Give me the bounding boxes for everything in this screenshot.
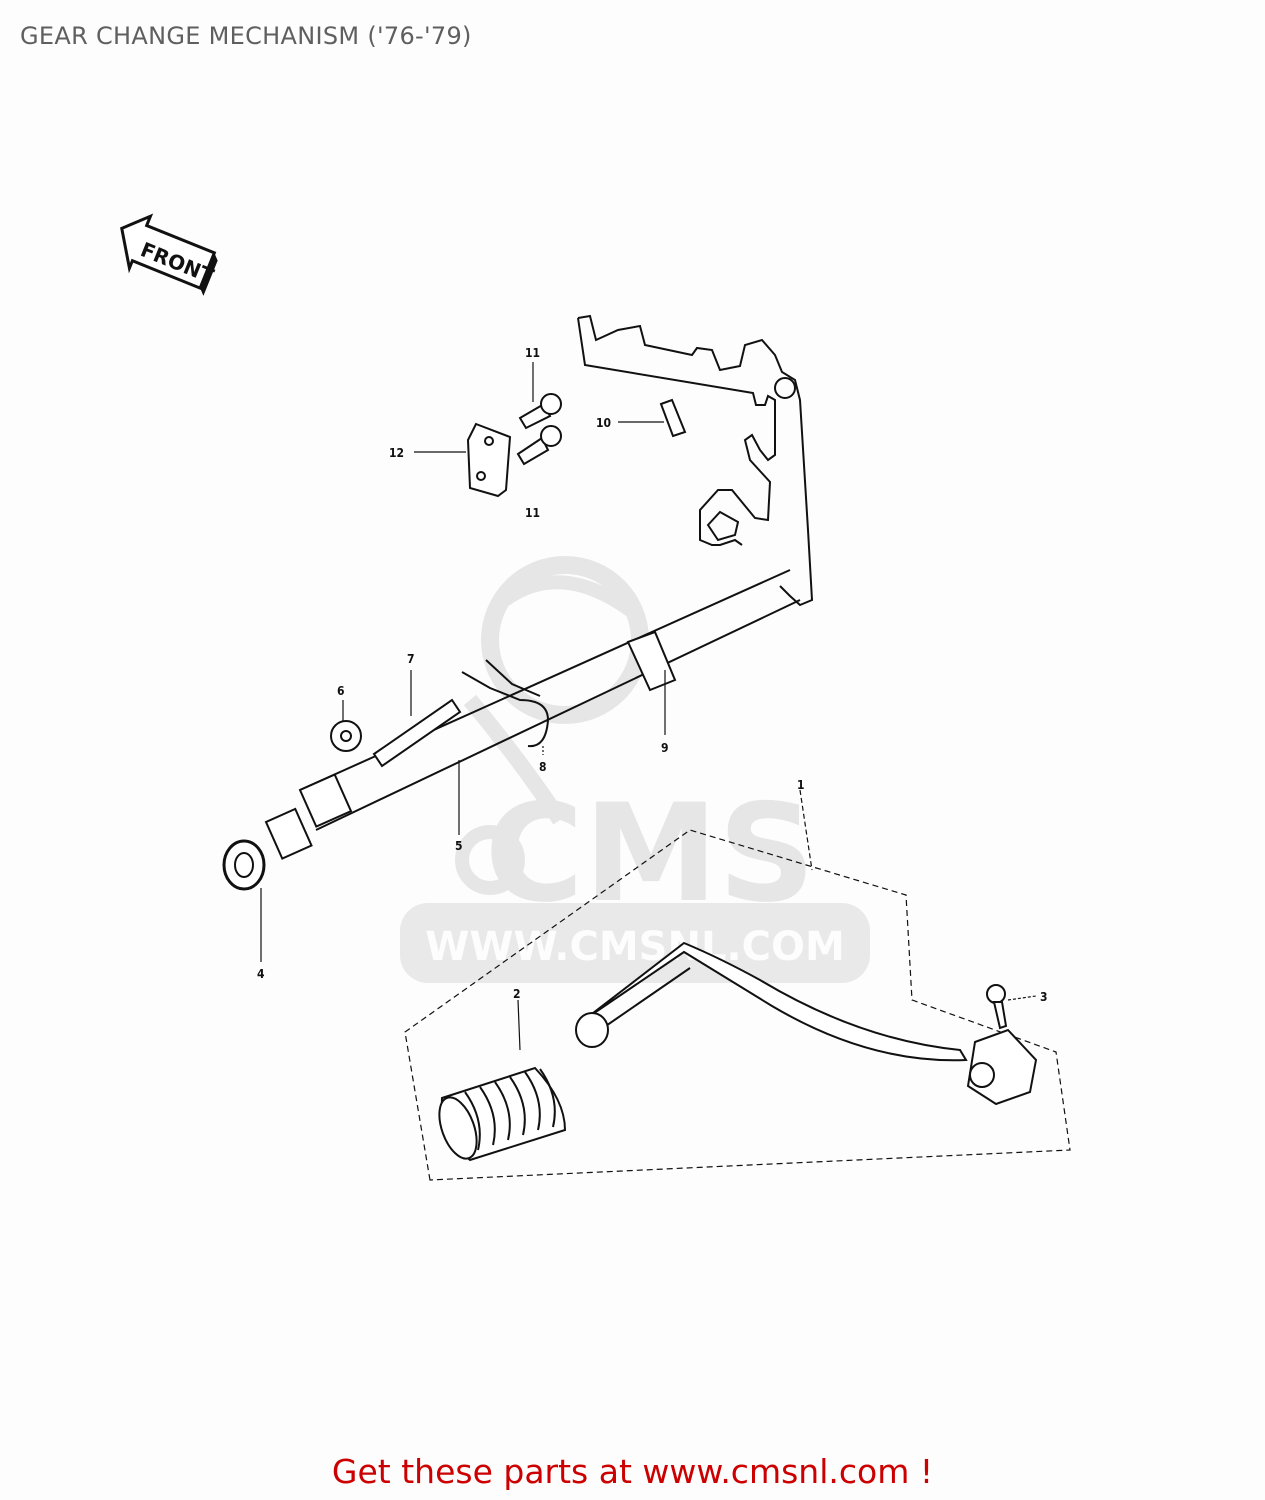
page-title: GEAR CHANGE MECHANISM ('76-'79)	[20, 22, 472, 50]
clip-spring	[461, 659, 550, 748]
callout-11-bottom: 11	[525, 506, 540, 520]
callout-2: 2	[513, 987, 521, 1001]
shift-pedal	[575, 941, 1038, 1106]
watermark-url-text: WWW.CMSNL.COM	[425, 924, 845, 970]
bolt	[986, 984, 1008, 1030]
plate	[466, 422, 512, 498]
shift-shaft	[222, 569, 801, 891]
stud	[372, 698, 462, 768]
spring-10	[659, 398, 687, 438]
callout-10: 10	[596, 416, 611, 430]
callout-7: 7	[407, 652, 415, 666]
screws	[516, 393, 562, 466]
watermark-url-badge	[400, 903, 870, 983]
pedal-rubber	[438, 1066, 567, 1162]
leader-lines	[260, 362, 1037, 1051]
callout-5: 5	[455, 839, 463, 853]
front-arrow-icon: FRONT	[120, 213, 218, 296]
shift-arm	[577, 314, 814, 607]
footer-shop-link[interactable]: Get these parts at www.cmsnl.com !	[331, 1452, 934, 1491]
nut	[330, 720, 362, 752]
callout-8: 8	[539, 760, 547, 774]
callout-4: 4	[257, 967, 265, 981]
callout-3: 3	[1040, 990, 1048, 1004]
callout-11-top: 11	[525, 346, 540, 360]
pedal-group-outline	[404, 829, 1071, 1181]
callout-12: 12	[389, 446, 404, 460]
callout-6: 6	[337, 684, 345, 698]
callout-9: 9	[661, 741, 669, 755]
callout-1: 1	[797, 778, 805, 792]
callout-labels: 11 11 12 10 7 6 9 8 5 4 1 2 3	[257, 346, 1048, 1004]
